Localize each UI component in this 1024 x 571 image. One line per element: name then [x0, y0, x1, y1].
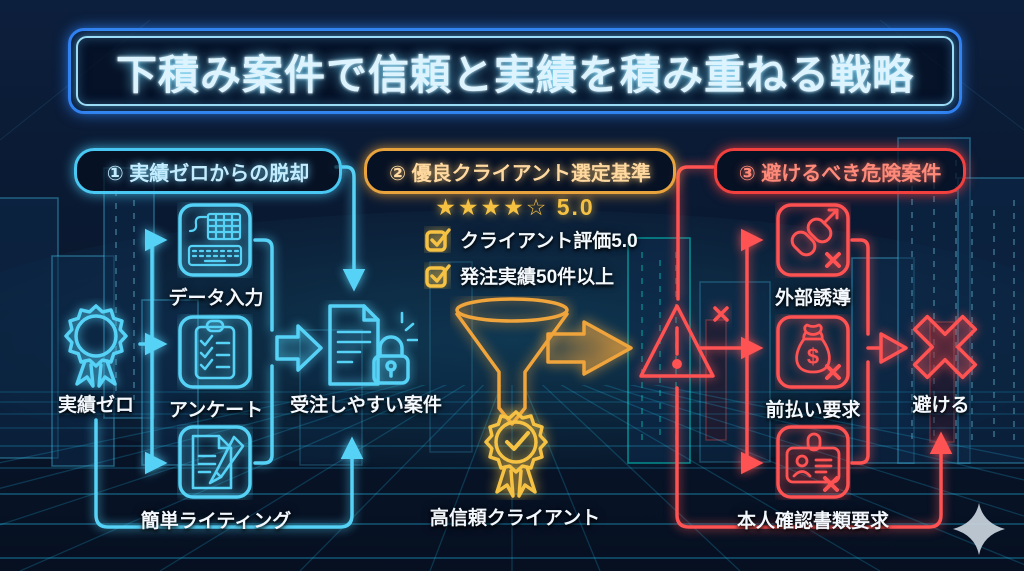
survey-clipboard-icon — [178, 315, 252, 389]
section-header-2-label: ② 優良クライアント選定基準 — [389, 162, 651, 185]
risk-label: 前払い要求 — [765, 400, 861, 421]
writing-pencil-icon — [178, 425, 252, 499]
section-header-3-label: ③ 避けるべき危険案件 — [738, 162, 942, 185]
star-rating: ★★★★☆ 5.0 — [415, 194, 615, 221]
criteria-text: クライアント評価5.0 — [460, 231, 638, 252]
id-card-icon — [776, 425, 850, 499]
section-header-1: ① 実績ゼロからの脱却 — [74, 148, 342, 194]
step-label: データ入力 — [168, 288, 264, 309]
checkbox-checked-icon — [425, 228, 451, 252]
section-header-2: ② 優良クライアント選定基準 — [364, 148, 676, 194]
step-label: 簡単ライティング — [140, 511, 292, 532]
sparkle-logo — [953, 503, 1005, 555]
section-header-1-label: ① 実績ゼロからの脱却 — [106, 162, 310, 185]
rating-value: 5.0 — [556, 194, 595, 220]
dollar-symbol: $ — [807, 344, 819, 369]
star-empty-icon: ☆ — [525, 194, 549, 220]
section-header-3: ③ 避けるべき危険案件 — [714, 148, 966, 194]
cross-icon — [912, 314, 978, 380]
risk-label: 外部誘導 — [774, 288, 851, 309]
title-banner-inner-border — [76, 36, 954, 106]
title-banner: 下積み案件で信頼と実績を積み重ねる戦略 — [68, 28, 962, 114]
verified-ribbon-icon — [484, 410, 548, 498]
checkbox-checked-icon — [425, 264, 451, 288]
stars-filled-icon: ★★★★ — [435, 194, 526, 220]
step-label: アンケート — [168, 400, 264, 421]
middle-result-label: 高信頼クライアント — [429, 508, 601, 529]
external-link-chain-icon — [776, 203, 850, 277]
left-result-label: 受注しやすい案件 — [290, 395, 442, 416]
warning-triangle-icon — [639, 304, 729, 378]
criteria-row-1: クライアント評価5.0 — [424, 226, 638, 253]
avoid-label: 避ける — [912, 395, 970, 416]
money-bag-icon: $ — [776, 315, 850, 389]
award-ribbon-icon — [64, 304, 128, 388]
keyboard-data-entry-icon — [178, 203, 252, 277]
criteria-text: 発注実績50件以上 — [460, 267, 615, 288]
criteria-row-2: 発注実績50件以上 — [424, 262, 614, 289]
risk-label: 本人確認書類要求 — [736, 511, 889, 532]
start-label: 実績ゼロ — [57, 395, 134, 416]
document-lock-icon — [328, 304, 418, 386]
page-title: 下積み案件で信頼と実績を積み重ねる戦略 — [116, 52, 914, 98]
